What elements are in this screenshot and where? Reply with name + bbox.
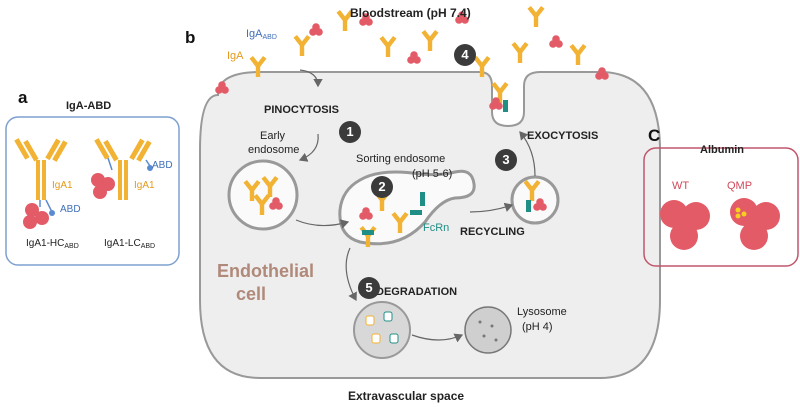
fcrn-label: FcRn: [423, 222, 450, 234]
step-5-badge: 5: [358, 277, 380, 299]
extravascular-label: Extravascular space: [348, 389, 465, 403]
recycling-label: RECYCLING: [460, 226, 525, 238]
sorting-endosome-label-2: (pH 5-6): [412, 168, 453, 180]
panel-c-letter: C: [648, 126, 661, 145]
step-3-badge: 3: [495, 149, 517, 171]
degradation-label: DEGRADATION: [376, 286, 458, 298]
iga1-hc-abd-molecule: [14, 138, 68, 229]
iga1-lc-abd-molecule: [91, 138, 153, 200]
recycling-vesicle: [510, 175, 560, 225]
iga-abd-label: IgAABD: [246, 28, 277, 41]
degradation-vesicle: [353, 301, 411, 359]
lysosome-label-2: (pH 4): [522, 321, 553, 333]
qmp-label: QMP: [727, 180, 753, 192]
pinocytosis-label: PINOCYTOSIS: [264, 104, 339, 116]
panel-a-title: IgA-ABD: [66, 100, 112, 112]
early-endosome-label-2: endosome: [248, 144, 300, 156]
panel-a-border: [5, 116, 180, 266]
abd-right-label: ABD: [152, 160, 173, 171]
step-4-badge: 4: [454, 44, 476, 66]
early-endosome-label-1: Early: [260, 130, 286, 142]
panel-c-title: Albumin: [700, 144, 744, 156]
wt-label: WT: [672, 180, 690, 192]
cell-label-1: Endothelial: [217, 261, 315, 281]
iga1-right-label: IgA1: [134, 180, 155, 191]
albumin-qmp: [730, 198, 780, 250]
bloodstream-label: Bloodstream (pH 7.4): [350, 6, 471, 20]
panel-b-letter: b: [185, 28, 196, 47]
iga-label: IgA: [227, 50, 244, 62]
step-2-badge: 2: [371, 176, 393, 198]
lysosome: [464, 306, 512, 354]
sorting-endosome-label-1: Sorting endosome: [356, 153, 446, 165]
albumin-wt: [660, 200, 710, 250]
exocytosis-label: EXOCYTOSIS: [527, 130, 599, 142]
lysosome-label-1: Lysosome: [517, 306, 567, 318]
step-1-badge: 1: [339, 121, 361, 143]
cell-label-2: cell: [236, 284, 267, 304]
panel-a-letter: a: [18, 88, 28, 107]
early-endosome: [227, 159, 299, 231]
iga1-left-label: IgA1: [52, 180, 73, 191]
abd-left-label: ABD: [60, 204, 81, 215]
panel-c-border: [643, 147, 799, 267]
iga1-lc-label: IgA1-LCABD: [104, 238, 156, 250]
iga1-hc-label: IgA1-HCABD: [26, 238, 79, 250]
